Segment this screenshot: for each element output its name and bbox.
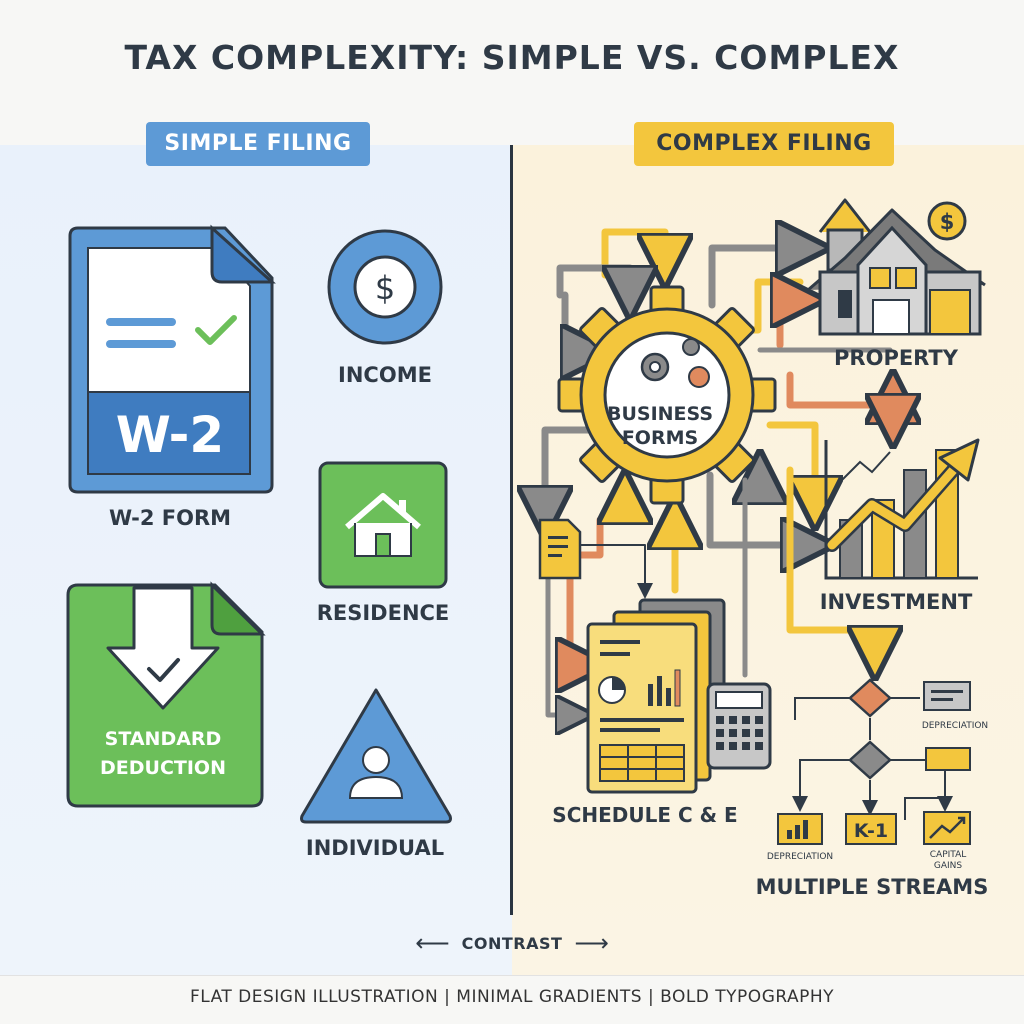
residence-label: RESIDENCE (316, 601, 450, 625)
w2-form-text: W-2 (116, 406, 224, 464)
multiple-streams-flowchart (792, 697, 953, 820)
simple-filing-header: SIMPLE FILING (146, 122, 370, 166)
w2-form-label: W-2 FORM (108, 506, 232, 530)
footer-caption: FLAT DESIGN ILLUSTRATION | MINIMAL GRADI… (189, 987, 835, 1007)
individual-label: INDIVIDUAL (305, 836, 445, 860)
footer-divider (0, 975, 1024, 976)
k1-box (845, 813, 897, 845)
svg-text:$: $ (940, 210, 955, 234)
depreciation-doc-icon (923, 681, 971, 711)
w2-document-icon (68, 224, 276, 494)
investment-label: INVESTMENT (819, 590, 973, 614)
arrow-left-icon: ⟵ (415, 929, 450, 957)
income-label: INCOME (338, 363, 432, 387)
gear-label-line2: FORMS (622, 427, 698, 449)
property-label: PROPERTY (834, 346, 958, 370)
capital-gains-line2: GAINS (934, 861, 963, 871)
calculator-icon (706, 682, 772, 770)
multiple-streams-label: MULTIPLE STREAMS (755, 875, 989, 899)
check-icon (195, 315, 237, 345)
deduction-line1: STANDARD (105, 728, 222, 750)
individual-triangle-icon (300, 688, 452, 824)
house-icon (318, 461, 448, 589)
flow-arrows (545, 232, 893, 715)
depreciation-label-top: DEPRECIATION (922, 721, 988, 731)
decision-diamond-orange (848, 678, 892, 718)
business-forms-gear-icon (557, 285, 777, 505)
arrow-right-icon: ⟶ (574, 929, 609, 957)
k1-text: K-1 (854, 820, 888, 842)
investment-chart-icon (824, 438, 980, 580)
stream-box (925, 747, 971, 771)
gear-label-line1: BUSINESS (607, 403, 713, 425)
capital-gains-icon (923, 811, 971, 845)
note-icon (538, 518, 582, 580)
svg-text:$: $ (375, 269, 395, 307)
depreciation-label-bottom: DEPRECIATION (767, 852, 833, 862)
panel-divider (510, 145, 513, 915)
contrast-indicator: ⟵ CONTRAST ⟶ (394, 928, 630, 958)
schedule-documents-icon (586, 598, 726, 794)
dollar-coin-icon: $ (327, 229, 443, 345)
standard-deduction-icon (66, 581, 266, 808)
schedule-label: SCHEDULE C & E (552, 803, 738, 827)
deduction-line2: DEDUCTION (100, 757, 226, 779)
page-title: TAX COMPLEXITY: SIMPLE VS. COMPLEX (124, 38, 900, 77)
decision-diamond-gray (848, 740, 892, 780)
property-house-icon: $ (807, 198, 986, 336)
contrast-label: CONTRAST (461, 933, 563, 953)
complex-filing-header: COMPLEX FILING (634, 122, 894, 166)
depreciation-bars-icon (777, 813, 823, 845)
capital-gains-line1: CAPITAL (930, 850, 967, 860)
